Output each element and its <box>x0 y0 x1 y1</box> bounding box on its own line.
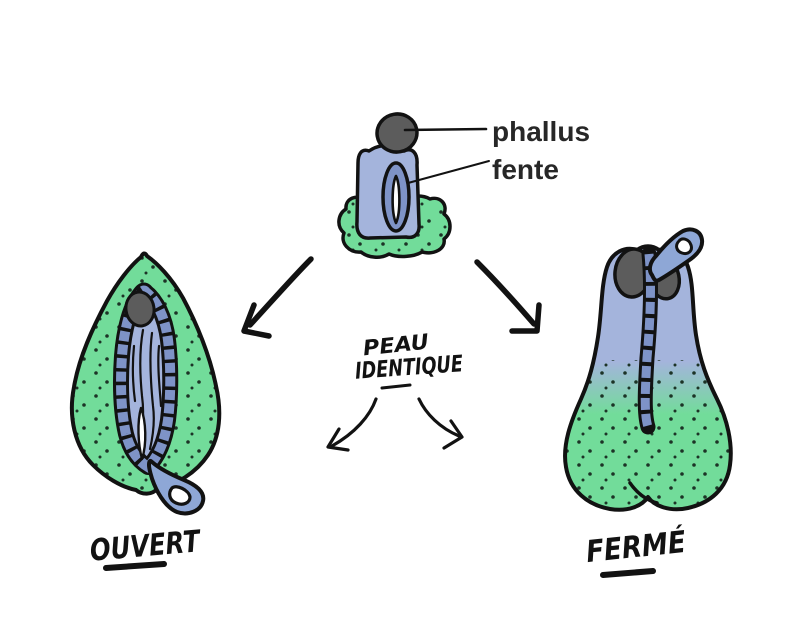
caption-ouvert-underline <box>103 561 167 571</box>
caption-ouvert-text: OUVERT <box>89 524 204 569</box>
phallus-label: phallus <box>492 116 590 147</box>
fente-label-group: fente <box>407 154 559 185</box>
phallus-leader-line <box>403 127 488 132</box>
scrotum-cleft-line <box>628 481 659 505</box>
fente-label: fente <box>492 154 559 185</box>
note-underline <box>380 383 412 390</box>
clitoris-glans <box>124 290 156 328</box>
caption-ouvert: OUVERT <box>89 524 204 571</box>
vestibule-fill <box>121 290 171 467</box>
caption-ferme-underline <box>600 568 656 578</box>
caption-ferme-text: FERMÉ <box>584 524 688 570</box>
fente-leader-line <box>407 160 490 184</box>
caption-ferme: FERMÉ <box>584 524 688 578</box>
fente-slit <box>391 174 401 225</box>
curved-arrow-left-icon <box>326 397 378 452</box>
arrow-down-left-icon <box>241 256 314 339</box>
open-vulva-figure <box>69 251 222 516</box>
identical-skin-note: PEAU IDENTIQUE <box>326 330 464 452</box>
inner-labia-band <box>116 285 176 474</box>
curved-arrow-right-icon <box>417 397 464 450</box>
vaginal-opening-slit <box>137 406 147 461</box>
closed-penis-figure <box>563 227 733 512</box>
arrow-down-right-icon <box>474 259 542 334</box>
zipper-pull-tag-hole <box>168 485 192 506</box>
undifferentiated-genitals-figure <box>337 112 452 259</box>
raphe-zipper-band <box>640 253 655 429</box>
phallus-label-group: phallus <box>403 116 590 147</box>
zipper-pull-tab-hole <box>675 237 693 255</box>
